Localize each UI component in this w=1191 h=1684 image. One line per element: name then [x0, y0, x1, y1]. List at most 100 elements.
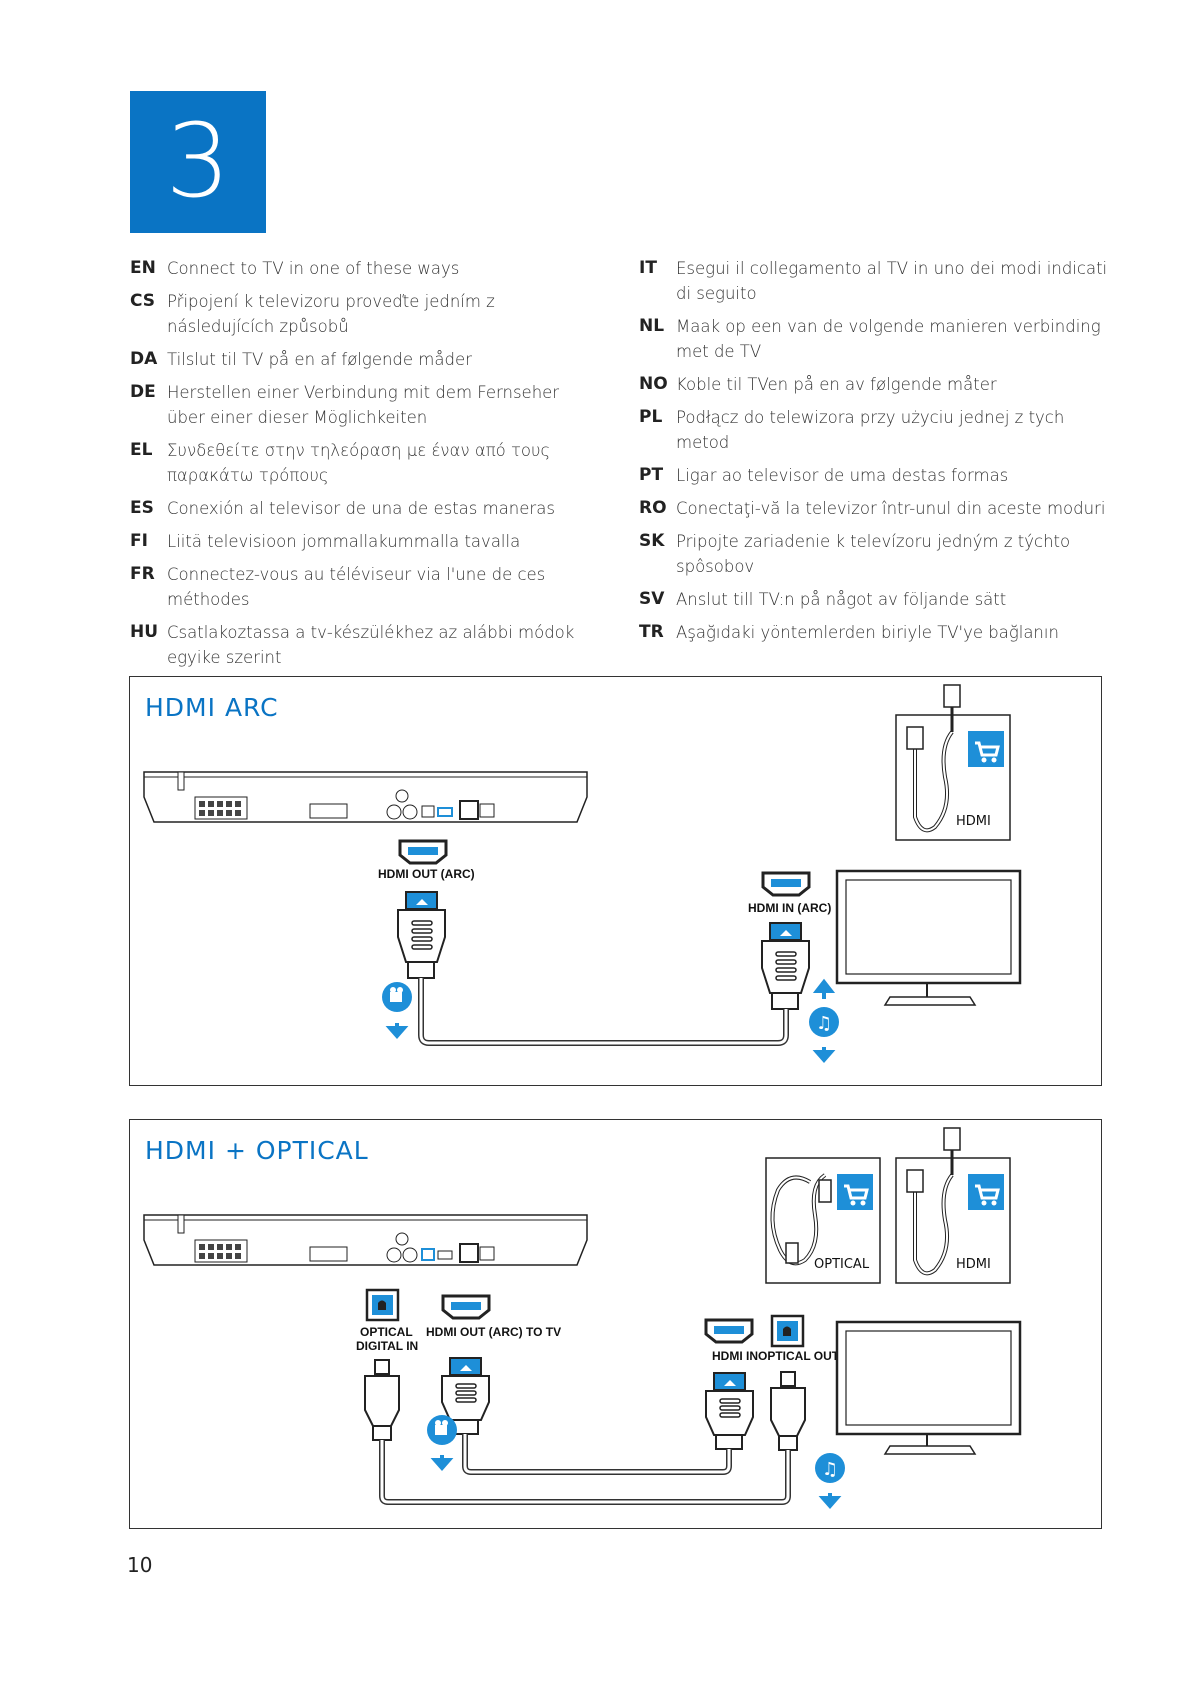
arrow-down-icon	[818, 1493, 842, 1510]
optical-port-icon	[365, 1288, 400, 1322]
accessory-hdmi-label: HDMI	[956, 1257, 991, 1272]
language-code: NL	[639, 316, 665, 336]
step-number-box: 3	[130, 91, 266, 233]
language-row: FR Connectez-vous au téléviseur via l'une…	[130, 562, 600, 612]
arrow-up-icon	[812, 978, 836, 999]
player-rear-panel	[143, 1214, 588, 1266]
hdmi-optical-diagram: OPTICAL DIGITAL IN HDMI OUT (ARC) TO TV	[143, 1127, 1022, 1510]
language-text: Συνδεθείτε στην τηλεόραση με έναν από το…	[167, 441, 551, 485]
language-text: Anslut till TV:n på något av följande sä…	[676, 590, 1007, 609]
hdmi-arc-panel: HDMI ARC HDMI OUT (ARC)	[129, 676, 1102, 1086]
language-code: SK	[639, 531, 665, 551]
language-text: Conexión al televisor de una de estas ma…	[167, 499, 555, 518]
video-icon	[427, 1415, 457, 1445]
language-text: Aşağıdaki yöntemlerden biriyle TV'ye bağ…	[676, 623, 1059, 642]
language-row: DA Tilslut til TV på en af følgende måder	[130, 347, 600, 372]
language-row: RO Conectaţi-vă la televizor într-unul di…	[639, 496, 1109, 521]
language-text: Maak op een van de volgende manieren ver…	[676, 317, 1101, 361]
language-code: EL	[130, 440, 153, 460]
hdmi-plug-icon	[761, 922, 810, 1010]
player-rear-panel	[143, 771, 588, 823]
hdmi-port-icon	[398, 839, 448, 865]
language-row: DE Herstellen einer Verbindung mit dem Fe…	[130, 380, 600, 430]
hdmi-port-icon	[441, 1294, 491, 1320]
hdmi-port-icon	[761, 871, 811, 897]
language-text: Herstellen einer Verbindung mit dem Fern…	[167, 383, 560, 427]
language-code: ES	[130, 498, 154, 518]
video-icon	[382, 982, 412, 1012]
language-code: SV	[639, 589, 665, 609]
hdmi-plug-icon	[397, 891, 446, 979]
tv-icon	[835, 869, 1022, 1006]
language-row: NO Koble til TVen på en av følgende måter	[639, 372, 1109, 397]
language-code: PT	[639, 465, 664, 485]
language-row: CS Připojení k televizoru proveďte jedním…	[130, 289, 600, 339]
language-text: Conectaţi-vă la televizor într-unul din …	[676, 499, 1106, 518]
language-row: PL Podłącz do telewizora przy użyciu jedn…	[639, 405, 1109, 455]
language-row: TR Aşağıdaki yöntemlerden biriyle TV'ye b…	[639, 620, 1109, 645]
language-row: HU Csatlakoztassa a tv-készülékhez az alá…	[130, 620, 600, 670]
language-row: PT Ligar ao televisor de uma destas forma…	[639, 463, 1109, 488]
language-text: Ligar ao televisor de uma destas formas	[676, 466, 1009, 485]
language-text: Esegui il collegamento al TV in uno dei …	[676, 259, 1108, 303]
hdmi-optical-panel: HDMI + OPTICAL OPTICAL DIGITAL IN	[129, 1119, 1102, 1529]
svg-text:♫: ♫	[822, 1459, 838, 1480]
language-list-left: EN Connect to TV in one of these ways CS P…	[130, 256, 600, 678]
music-icon: ♫	[809, 1007, 839, 1037]
language-row: EN Connect to TV in one of these ways	[130, 256, 600, 281]
arrow-down-icon	[430, 1455, 454, 1472]
tv-hdmi-in-label: HDMI IN	[712, 1349, 758, 1363]
tv-optical-out-label: OPTICAL OUT	[758, 1349, 840, 1363]
tv-icon	[835, 1320, 1022, 1455]
hdmi-arc-diagram: HDMI OUT (ARC) HDMI IN (ARC)	[143, 684, 1022, 1064]
hdmi-out-arc-label: HDMI OUT (ARC)	[378, 867, 475, 881]
language-text: Podłącz do telewizora przy użyciu jednej…	[676, 408, 1065, 452]
language-code: DE	[130, 382, 156, 402]
language-text: Connectez-vous au téléviseur via l'une d…	[167, 565, 546, 609]
optical-plug-icon	[364, 1359, 400, 1441]
language-row: SV Anslut till TV:n på något av följande …	[639, 587, 1109, 612]
language-text: Tilslut til TV på en af følgende måder	[167, 350, 472, 369]
panel-title: HDMI + OPTICAL	[145, 1136, 369, 1165]
music-icon: ♫	[815, 1453, 845, 1483]
accessory-optical-label: OPTICAL	[814, 1257, 870, 1272]
language-text: Připojení k televizoru proveďte jedním z…	[167, 292, 495, 336]
hdmi-plug-icon	[441, 1357, 490, 1435]
language-code: TR	[639, 622, 664, 642]
accessory-hdmi-cable: HDMI	[895, 684, 1011, 841]
language-row: NL Maak op een van de volgende manieren v…	[639, 314, 1109, 364]
player-hdmi-label: HDMI OUT (ARC) TO TV	[426, 1325, 561, 1339]
language-text: Liitä televisioon jommallakummalla taval…	[167, 532, 521, 551]
language-row: SK Pripojte zariadenie k televízoru jedný…	[639, 529, 1109, 579]
language-row: ES Conexión al televisor de una de estas …	[130, 496, 600, 521]
language-code: PL	[639, 407, 663, 427]
language-code: EN	[130, 258, 156, 278]
language-row: EL Συνδεθείτε στην τηλεόραση με έναν από …	[130, 438, 600, 488]
optical-in-label-1: OPTICAL	[360, 1325, 413, 1339]
hdmi-port-icon	[704, 1318, 754, 1344]
language-text: Koble til TVen på en av følgende måter	[676, 375, 997, 394]
hdmi-plug-icon	[705, 1372, 754, 1450]
optical-port-icon	[770, 1314, 805, 1348]
arrow-down-icon	[385, 1023, 409, 1040]
page-number: 10	[127, 1553, 153, 1577]
language-code: NO	[639, 374, 668, 394]
language-code: DA	[130, 349, 158, 369]
accessory-optical-cable: OPTICAL	[765, 1157, 881, 1284]
panel-title: HDMI ARC	[145, 693, 279, 722]
hdmi-in-arc-label: HDMI IN (ARC)	[748, 901, 831, 915]
accessory-hdmi-cable: HDMI	[895, 1127, 1011, 1284]
language-code: FR	[130, 564, 155, 584]
svg-text:♫: ♫	[816, 1013, 832, 1034]
language-text: Csatlakoztassa a tv-készülékhez az alább…	[167, 623, 575, 667]
language-text: Pripojte zariadenie k televízoru jedným …	[676, 532, 1071, 576]
optical-in-label-2: DIGITAL IN	[356, 1339, 418, 1353]
language-code: HU	[130, 622, 159, 642]
language-code: CS	[130, 291, 156, 311]
language-text: Connect to TV in one of these ways	[167, 259, 460, 278]
accessory-hdmi-label: HDMI	[956, 814, 991, 829]
language-code: RO	[639, 498, 667, 518]
